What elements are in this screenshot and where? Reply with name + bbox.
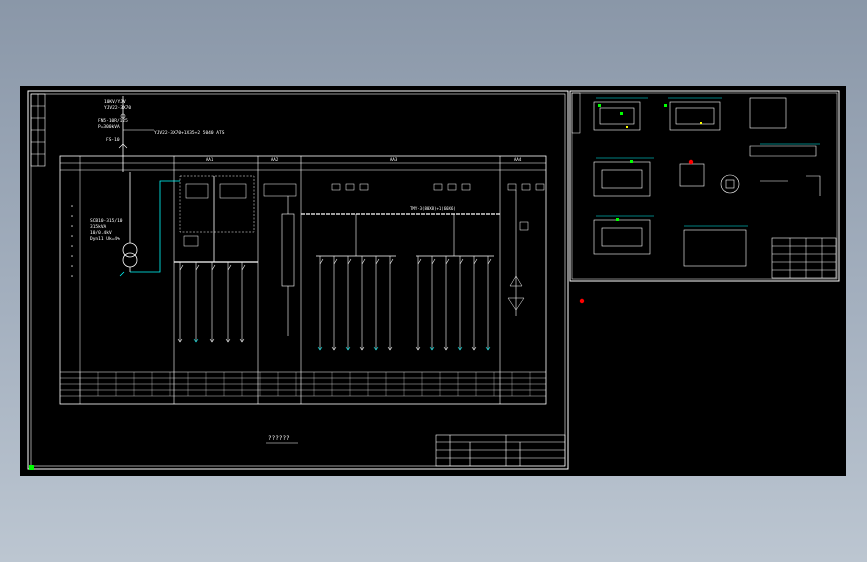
breaker-symbol: [361, 258, 366, 265]
marker-red: [579, 298, 585, 304]
arrow-icon: [177, 338, 183, 343]
arrow-icon: [239, 338, 245, 343]
breaker-symbol: [179, 264, 184, 271]
breaker-symbol: [347, 258, 352, 265]
arrow-icon: [317, 346, 323, 351]
cable-label: YJV22-3X70+1X35+2 5040 ATS: [154, 130, 225, 136]
breaker-symbol: [445, 258, 450, 265]
transformer-symbol: [119, 172, 180, 277]
arrow-icon: [193, 338, 199, 343]
right-sheet: [569, 90, 840, 304]
breaker-symbol: [333, 258, 338, 265]
arrow-icon: [415, 346, 421, 351]
transformer-label: Dyn11 Uk=4%: [90, 236, 120, 242]
cad-drawing: 10KV/YJV YJV22-3X70 FN5-10R/125 P=300kVA…: [27, 90, 840, 470]
transformer-label: 315kVA: [90, 224, 107, 230]
breaker-symbol: [319, 258, 324, 265]
breaker-symbol: [241, 264, 246, 271]
arrow-icon: [359, 346, 365, 351]
arrow-icon: [429, 346, 435, 351]
origin-marker: [29, 465, 34, 470]
breaker-symbol: [375, 258, 380, 265]
source-label: FS-10: [106, 137, 120, 143]
arrow-icon: [457, 346, 463, 351]
panel-header: AA3: [390, 157, 398, 162]
panel-header: AA4: [514, 157, 522, 162]
panel-header: AA2: [271, 157, 279, 162]
transformer-label: SCB10-315/10: [90, 218, 123, 224]
breaker-symbol: [487, 258, 492, 265]
drawing-title: ??????: [268, 435, 290, 442]
left-sheet: 10KV/YJV YJV22-3X70 FN5-10R/125 P=300kVA…: [27, 90, 569, 470]
panel-header: AA1: [206, 157, 214, 162]
breaker-symbol: [389, 258, 394, 265]
source-label: 10KV/YJV: [104, 99, 126, 105]
breaker-symbol: [195, 264, 200, 271]
cad-viewport[interactable]: 10KV/YJV YJV22-3X70 FN5-10R/125 P=300kVA…: [20, 86, 846, 476]
arrow-icon: [373, 346, 379, 351]
source-label: FN5-10R/125: [98, 118, 128, 124]
breaker-symbol: [417, 258, 422, 265]
arrow-icon: [209, 338, 215, 343]
arrow-icon: [443, 346, 449, 351]
bus-label: TMY-3(80X8)+1(60X6): [410, 206, 456, 211]
arrow-icon: [345, 346, 351, 351]
source-label: YJV22-3X70: [104, 105, 131, 111]
arrow-icon: [225, 338, 231, 343]
arrow-icon: [331, 346, 337, 351]
source-label: P=300kVA: [98, 124, 120, 130]
breaker-symbol: [431, 258, 436, 265]
arrow-icon: [485, 346, 491, 351]
transformer-label: 10/0.4kV: [90, 230, 112, 236]
breaker-symbol: [227, 264, 232, 271]
marker-red: [688, 159, 694, 165]
arrow-icon: [471, 346, 477, 351]
breaker-symbol: [459, 258, 464, 265]
title-block: [435, 434, 566, 467]
breaker-symbol: [211, 264, 216, 271]
arrow-icon: [387, 346, 393, 351]
breaker-symbol: [473, 258, 478, 265]
